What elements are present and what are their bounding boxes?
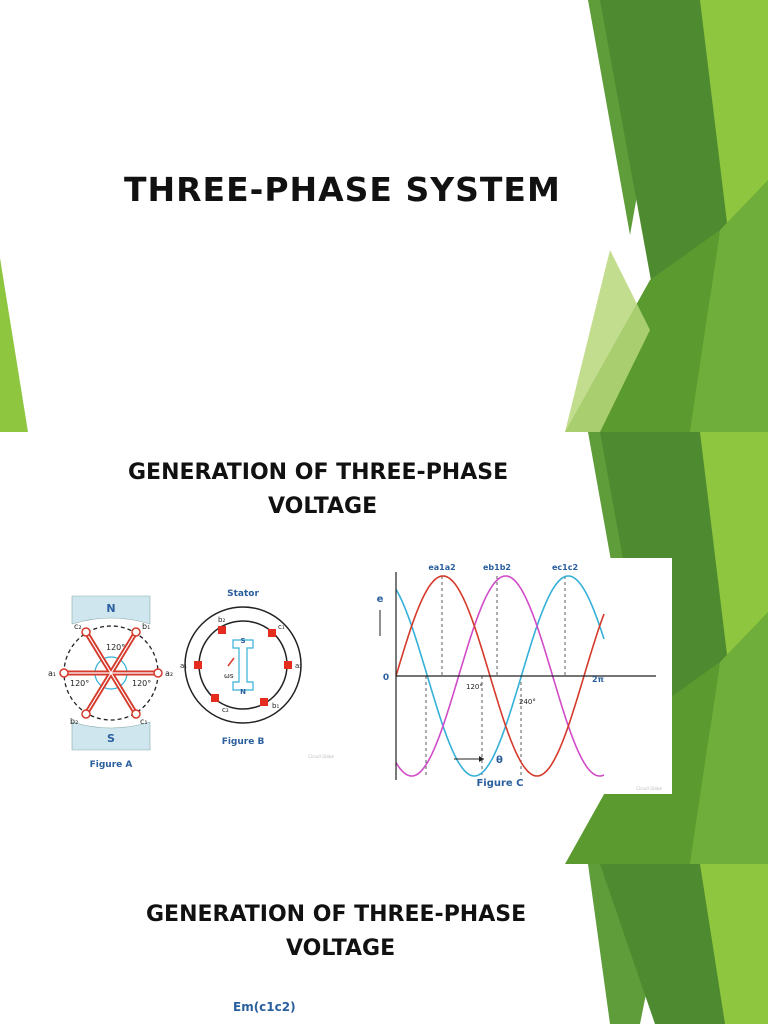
angle-label: 120° (70, 679, 89, 688)
figures-ab-panel: N S 120° 120° 120° a₁ a₂ c₂ b₁ b₂ c₁ Fig… (34, 574, 352, 770)
slide-3: GENERATION OF THREE-PHASE VOLTAGE Em(c1c… (0, 864, 768, 1024)
em-label: Em(c1c2) (233, 1000, 296, 1014)
rotor-s-label: S (240, 637, 245, 645)
pole-s-label: S (107, 732, 115, 745)
coil-label: c₂ (74, 622, 82, 631)
omega-label: ωs (224, 672, 234, 680)
angle-label: 120° (132, 679, 151, 688)
slide-title: GENERATION OF THREE-PHASE VOLTAGE (146, 898, 526, 966)
figure-b: Stator S N ωs a₁ a₂ b₂ c₁ c₂ b₁ F (180, 589, 335, 759)
coil-label: c₂ (222, 706, 229, 714)
slide-title-line-2: VOLTAGE (268, 494, 378, 519)
figures-ab-diagram: N S 120° 120° 120° a₁ a₂ c₂ b₁ b₂ c₁ Fig… (48, 589, 335, 770)
phase-a-curve (395, 575, 605, 777)
slide-title-line-1: GENERATION OF THREE-PHASE (146, 902, 527, 927)
coil-label: b₂ (218, 616, 225, 624)
stator-label: Stator (227, 589, 259, 599)
slide-title: THREE-PHASE SYSTEM (124, 170, 561, 209)
theta-label: θ (496, 755, 503, 766)
coil-label: a₁ (48, 669, 56, 678)
watermark: Circuit Globe (308, 754, 334, 759)
coil-label: c₁ (278, 623, 285, 631)
figure-c-panel: e 0 2π 120° 240° θ Figure C ea1a2 eb1b2 … (356, 558, 672, 794)
coil-label: b₂ (70, 717, 78, 726)
slide-2: GENERATION OF THREE-PHASE VOLTAGE (0, 432, 768, 864)
green-decoration (0, 0, 768, 432)
peak-c-label: ec1c2 (552, 563, 578, 572)
slide-title-line-1: GENERATION OF THREE-PHASE (128, 460, 509, 485)
slide-1: THREE-PHASE SYSTEM (0, 0, 768, 432)
coil-label: c₁ (140, 717, 148, 726)
peak-a-label: ea1a2 (428, 563, 455, 572)
coil-label: a₂ (165, 669, 173, 678)
slide-title-line-2: VOLTAGE (286, 936, 396, 961)
origin-label: 0 (383, 673, 389, 683)
angle-label: 120° (106, 643, 125, 652)
phase-b-curve (395, 575, 605, 777)
figure-c-caption: Figure C (476, 778, 523, 789)
figure-c-waveform: e 0 2π 120° 240° θ Figure C ea1a2 eb1b2 … (377, 563, 663, 791)
two-pi-label: 2π (592, 675, 604, 684)
e-axis-label: e (377, 594, 384, 605)
watermark: Circuit Globe (636, 786, 662, 791)
green-decoration (588, 864, 768, 1024)
coil-label: b₁ (272, 702, 279, 710)
figure-a: N S 120° 120° 120° a₁ a₂ c₂ b₁ b₂ c₁ Fig… (48, 595, 173, 770)
pole-n-label: N (106, 602, 115, 615)
slide-title: GENERATION OF THREE-PHASE VOLTAGE (128, 456, 508, 524)
rotor-n-label: N (240, 688, 246, 696)
phase-c-curve (395, 575, 605, 777)
figure-b-caption: Figure B (222, 737, 265, 747)
deg240-label: 240° (519, 698, 536, 706)
figure-a-caption: Figure A (90, 760, 133, 770)
coil-label: b₁ (142, 622, 150, 631)
coil-label: a₁ (180, 662, 187, 670)
peak-b-label: eb1b2 (483, 563, 511, 572)
deg120-label: 120° (466, 683, 483, 691)
coil-label: a₂ (295, 662, 302, 670)
